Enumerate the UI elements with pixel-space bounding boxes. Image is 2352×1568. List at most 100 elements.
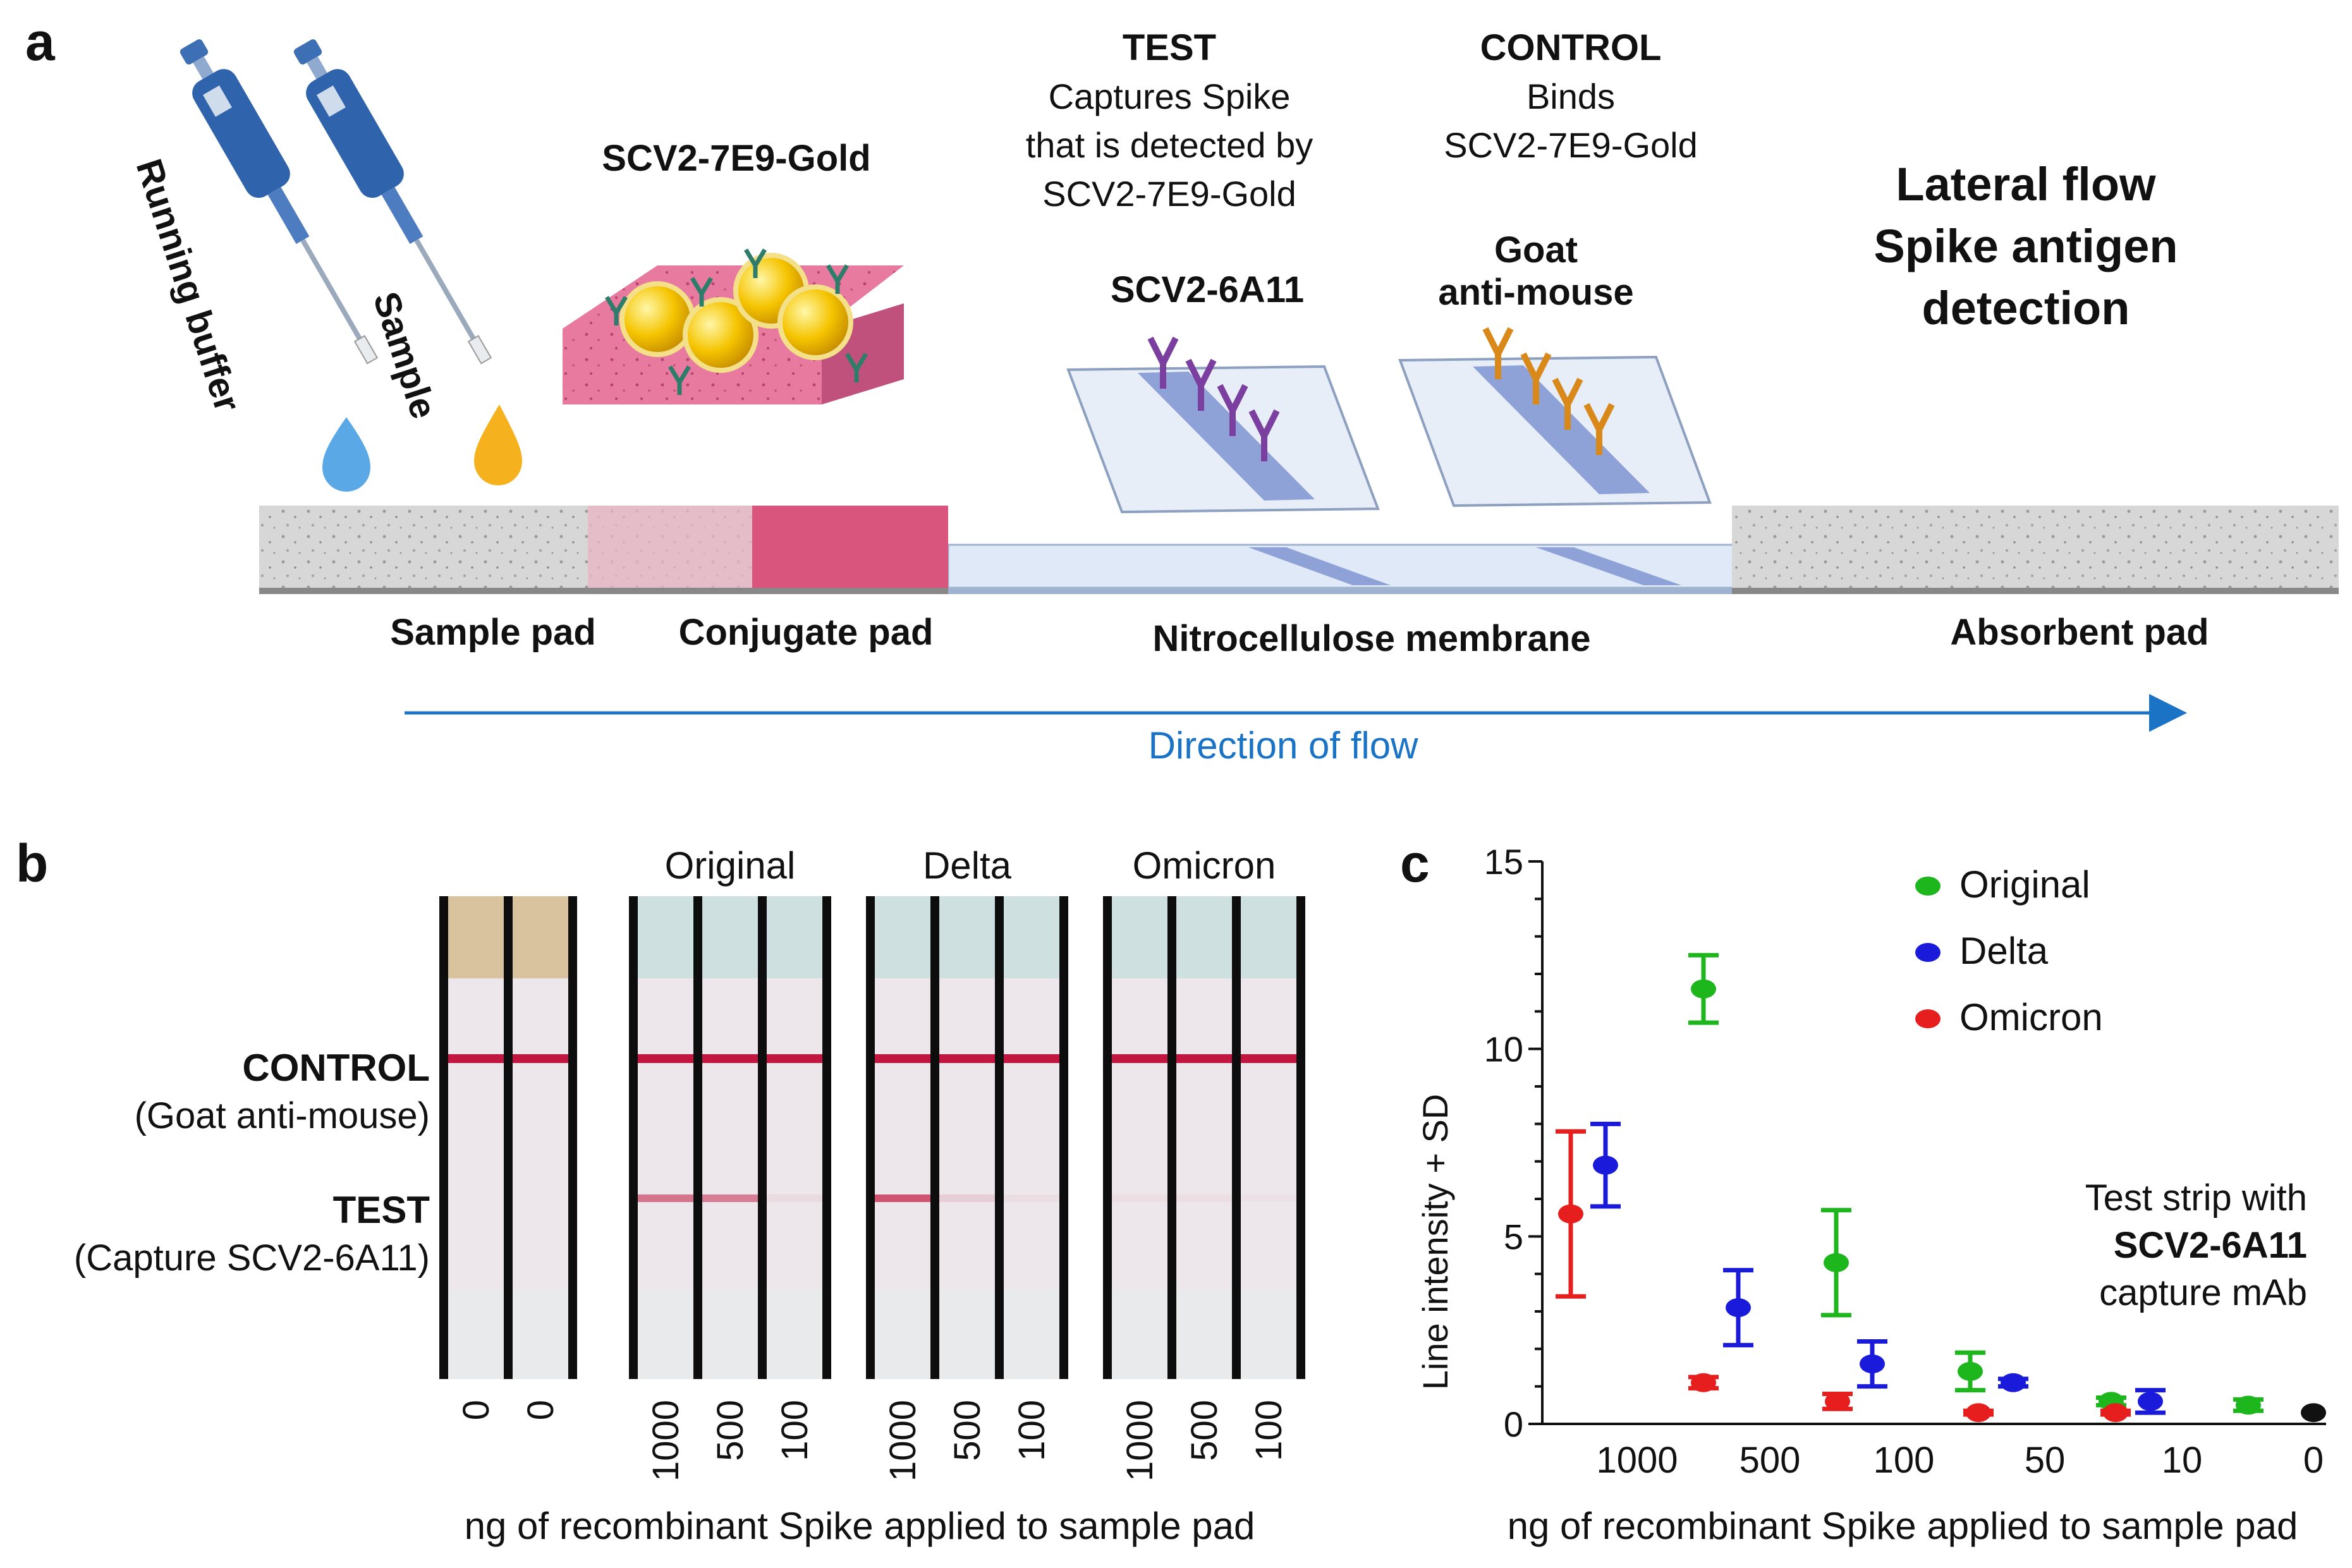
strip-sample-window (702, 896, 758, 978)
strip-group-label: Omicron (1133, 844, 1276, 887)
control-antibody-label-2: anti-mouse (1438, 272, 1633, 313)
control-band (1004, 1054, 1059, 1063)
strip-label-sample-pad: Sample pad (390, 612, 596, 653)
control-band (767, 1054, 822, 1063)
test-antibody-label: SCV2-6A11 (1111, 269, 1304, 310)
control-band (1112, 1054, 1167, 1063)
x-tick-label: 1000 (1596, 1440, 1678, 1481)
test-band (767, 1194, 822, 1202)
strip-absorbent-end (1241, 1289, 1296, 1379)
y-tick-label: 10 (1484, 1030, 1523, 1069)
panel-c-xlabel: ng of recombinant Spike applied to sampl… (1508, 1505, 2298, 1547)
test-header-line-3: SCV2-7E9-Gold (1042, 174, 1296, 214)
strip-group-label: Original (665, 844, 796, 887)
control-header-line-2: SCV2-7E9-Gold (1444, 125, 1698, 165)
lane-amount-label: 500 (947, 1400, 988, 1461)
data-point (1825, 1392, 1850, 1411)
test-band (1241, 1194, 1296, 1202)
strip-label-conjugate-pad: Conjugate pad (679, 612, 934, 653)
lane-amount-label: 100 (1011, 1400, 1052, 1461)
lane-amount-label: 100 (774, 1400, 815, 1461)
data-point (2138, 1392, 2163, 1411)
legend-marker (1915, 1009, 1941, 1028)
strip-absorbent-end (513, 1289, 568, 1379)
legend-marker (1915, 943, 1941, 962)
x-tick-label: 100 (1874, 1440, 1935, 1481)
lane-amount-label: 100 (1248, 1400, 1289, 1461)
lane-amount-label: 1000 (1119, 1400, 1161, 1481)
data-point (1691, 979, 1716, 999)
test-band (1004, 1194, 1059, 1202)
x-tick-label: 500 (1740, 1440, 1801, 1481)
panel-c-ylabel: Line intensity + SD (1415, 1094, 1455, 1390)
control-header-title: CONTROL (1480, 27, 1662, 68)
control-band (875, 1054, 930, 1063)
lane-amount-label: 500 (710, 1400, 751, 1461)
panel-b-xlabel: ng of recombinant Spike applied to sampl… (465, 1505, 1255, 1547)
test-band (702, 1194, 758, 1202)
pipette-label-running-buffer: Running buffer (128, 154, 248, 416)
x-tick-label: 10 (2162, 1440, 2203, 1481)
legend-label: Original (1959, 863, 2090, 906)
x-tick-label: 50 (2025, 1440, 2066, 1481)
strip-sample-window (1112, 896, 1167, 978)
pipette-label-sample: Sample (365, 287, 445, 423)
test-header-title: TEST (1123, 27, 1216, 68)
strip-absorbent-end (638, 1289, 693, 1379)
strip-sample-window (638, 896, 693, 978)
annotation-line-2: SCV2-6A11 (2114, 1225, 2307, 1266)
control-band (448, 1054, 504, 1063)
control-band (939, 1054, 995, 1063)
control-line-inset-icon (1398, 327, 1712, 507)
droplet-buffer-icon (322, 417, 370, 492)
strip-absorbent-end (939, 1289, 995, 1379)
side-title-line-2: Spike antigen (1874, 220, 2178, 272)
strip-absorbent-end (875, 1289, 930, 1379)
strip-absorbent-end (702, 1289, 758, 1379)
strip-sample-window (448, 896, 504, 978)
data-point (2103, 1403, 2128, 1423)
data-point (1966, 1403, 1991, 1423)
data-point (2001, 1373, 2026, 1392)
test-band (1176, 1194, 1232, 1202)
lane-amount-label: 1000 (882, 1400, 923, 1481)
pipette-running-buffer-icon (180, 39, 379, 492)
strip-absorbent-end (1112, 1289, 1167, 1379)
strip-absorbent-end (767, 1289, 822, 1379)
row-label-test-title: TEST (333, 1189, 430, 1231)
droplet-sample-icon (474, 404, 522, 485)
annotation-line-3: capture mAb (2099, 1272, 2307, 1313)
side-title-line-3: detection (1922, 282, 2130, 334)
pipette-sample-icon (293, 39, 522, 485)
strip-absorbent-end (1004, 1289, 1059, 1379)
flow-direction-label: Direction of flow (1149, 724, 1418, 767)
control-band (1241, 1054, 1296, 1063)
strip-group-label: Delta (923, 844, 1012, 887)
test-band (875, 1194, 930, 1202)
control-band (638, 1054, 693, 1063)
test-band (638, 1194, 693, 1202)
test-header-line-2: that is detected by (1026, 125, 1313, 165)
strip-sample-window (767, 896, 822, 978)
data-point (1860, 1354, 1885, 1374)
panel-a: a (25, 12, 2339, 767)
test-band (1112, 1194, 1167, 1202)
control-band (513, 1054, 568, 1063)
data-point (1726, 1298, 1751, 1318)
lane-amount-label: 0 (520, 1400, 561, 1420)
strip-sample-window (939, 896, 995, 978)
data-point (2301, 1403, 2326, 1423)
test-line-inset-icon (1066, 336, 1380, 514)
control-header-line-1: Binds (1526, 76, 1615, 116)
panel-b-letter: b (16, 834, 48, 893)
gold-conjugate-label: SCV2-7E9-Gold (602, 138, 870, 179)
strip-absorbent-end (1176, 1289, 1232, 1379)
lateral-flow-strip-icon (259, 506, 2339, 594)
legend-marker (1915, 877, 1941, 896)
lane-amount-label: 500 (1184, 1400, 1225, 1461)
panel-a-letter: a (25, 12, 56, 71)
strip-label-nitrocellulose: Nitrocellulose membrane (1153, 618, 1591, 659)
side-title-line-1: Lateral flow (1896, 158, 2156, 210)
